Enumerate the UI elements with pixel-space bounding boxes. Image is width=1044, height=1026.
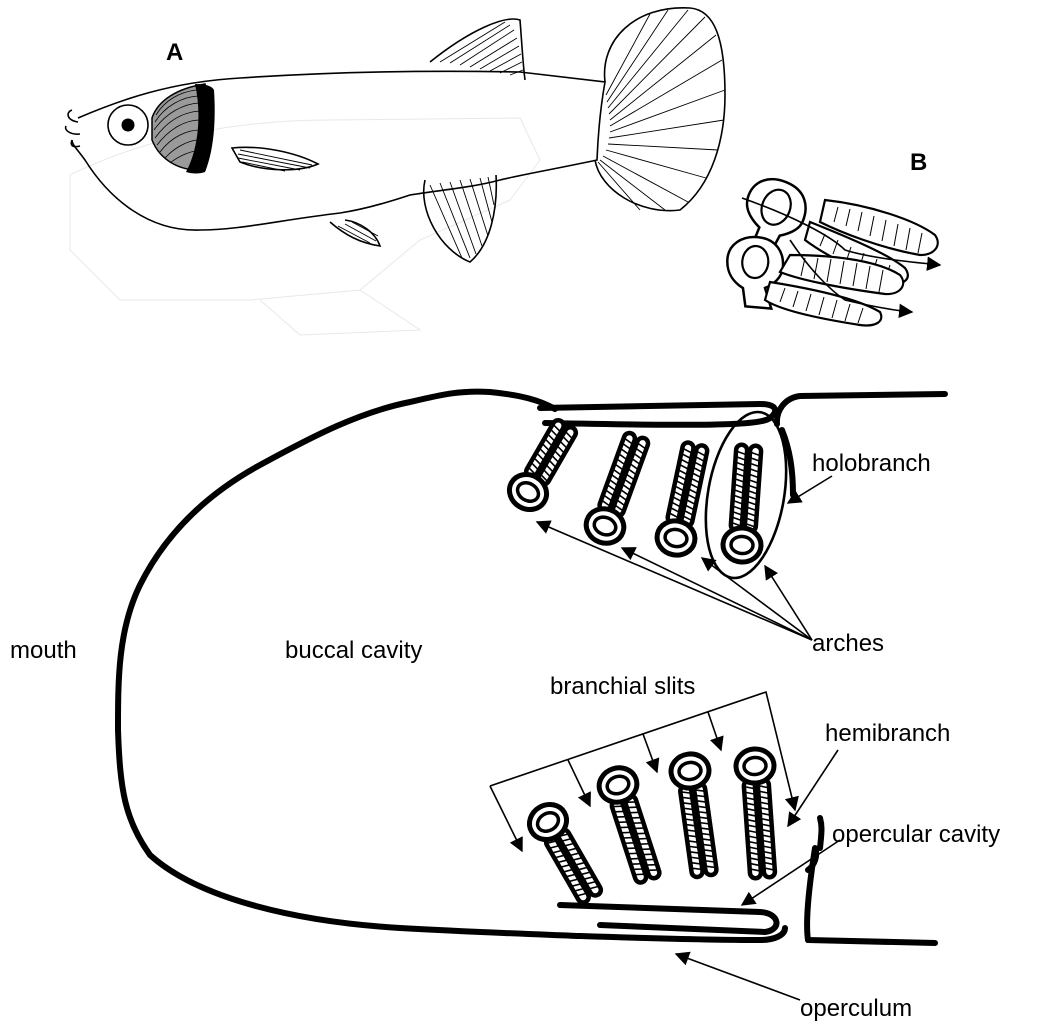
lower-gill-arches (523, 748, 782, 908)
gill-arch (523, 798, 608, 908)
panel-label-a: A (166, 39, 183, 66)
operculum-label: operculum (800, 995, 912, 1022)
mouth-label: mouth (10, 637, 77, 664)
opercular-cavity-label: opercular cavity (832, 821, 1000, 848)
gill-arch (669, 752, 724, 879)
gill-arch (581, 429, 655, 548)
gill-arch (595, 763, 667, 886)
water-flow-inset (723, 171, 940, 325)
buccal-cavity-label: buccal cavity (285, 637, 422, 664)
upper-gill-arches (503, 415, 768, 563)
branchial-slits-label: branchial slits (550, 673, 695, 700)
fish-illustration (66, 8, 725, 335)
holobranch-label: holobranch (812, 450, 931, 477)
annotation-arrows (490, 476, 840, 1000)
gill-arch (503, 415, 583, 516)
hemibranch-label: hemibranch (825, 720, 950, 747)
arches-label: arches (812, 630, 884, 657)
gill-arch (722, 444, 768, 563)
gill-arch (735, 748, 782, 879)
panel-label-b: B (910, 149, 927, 176)
gill-arch (654, 440, 715, 558)
